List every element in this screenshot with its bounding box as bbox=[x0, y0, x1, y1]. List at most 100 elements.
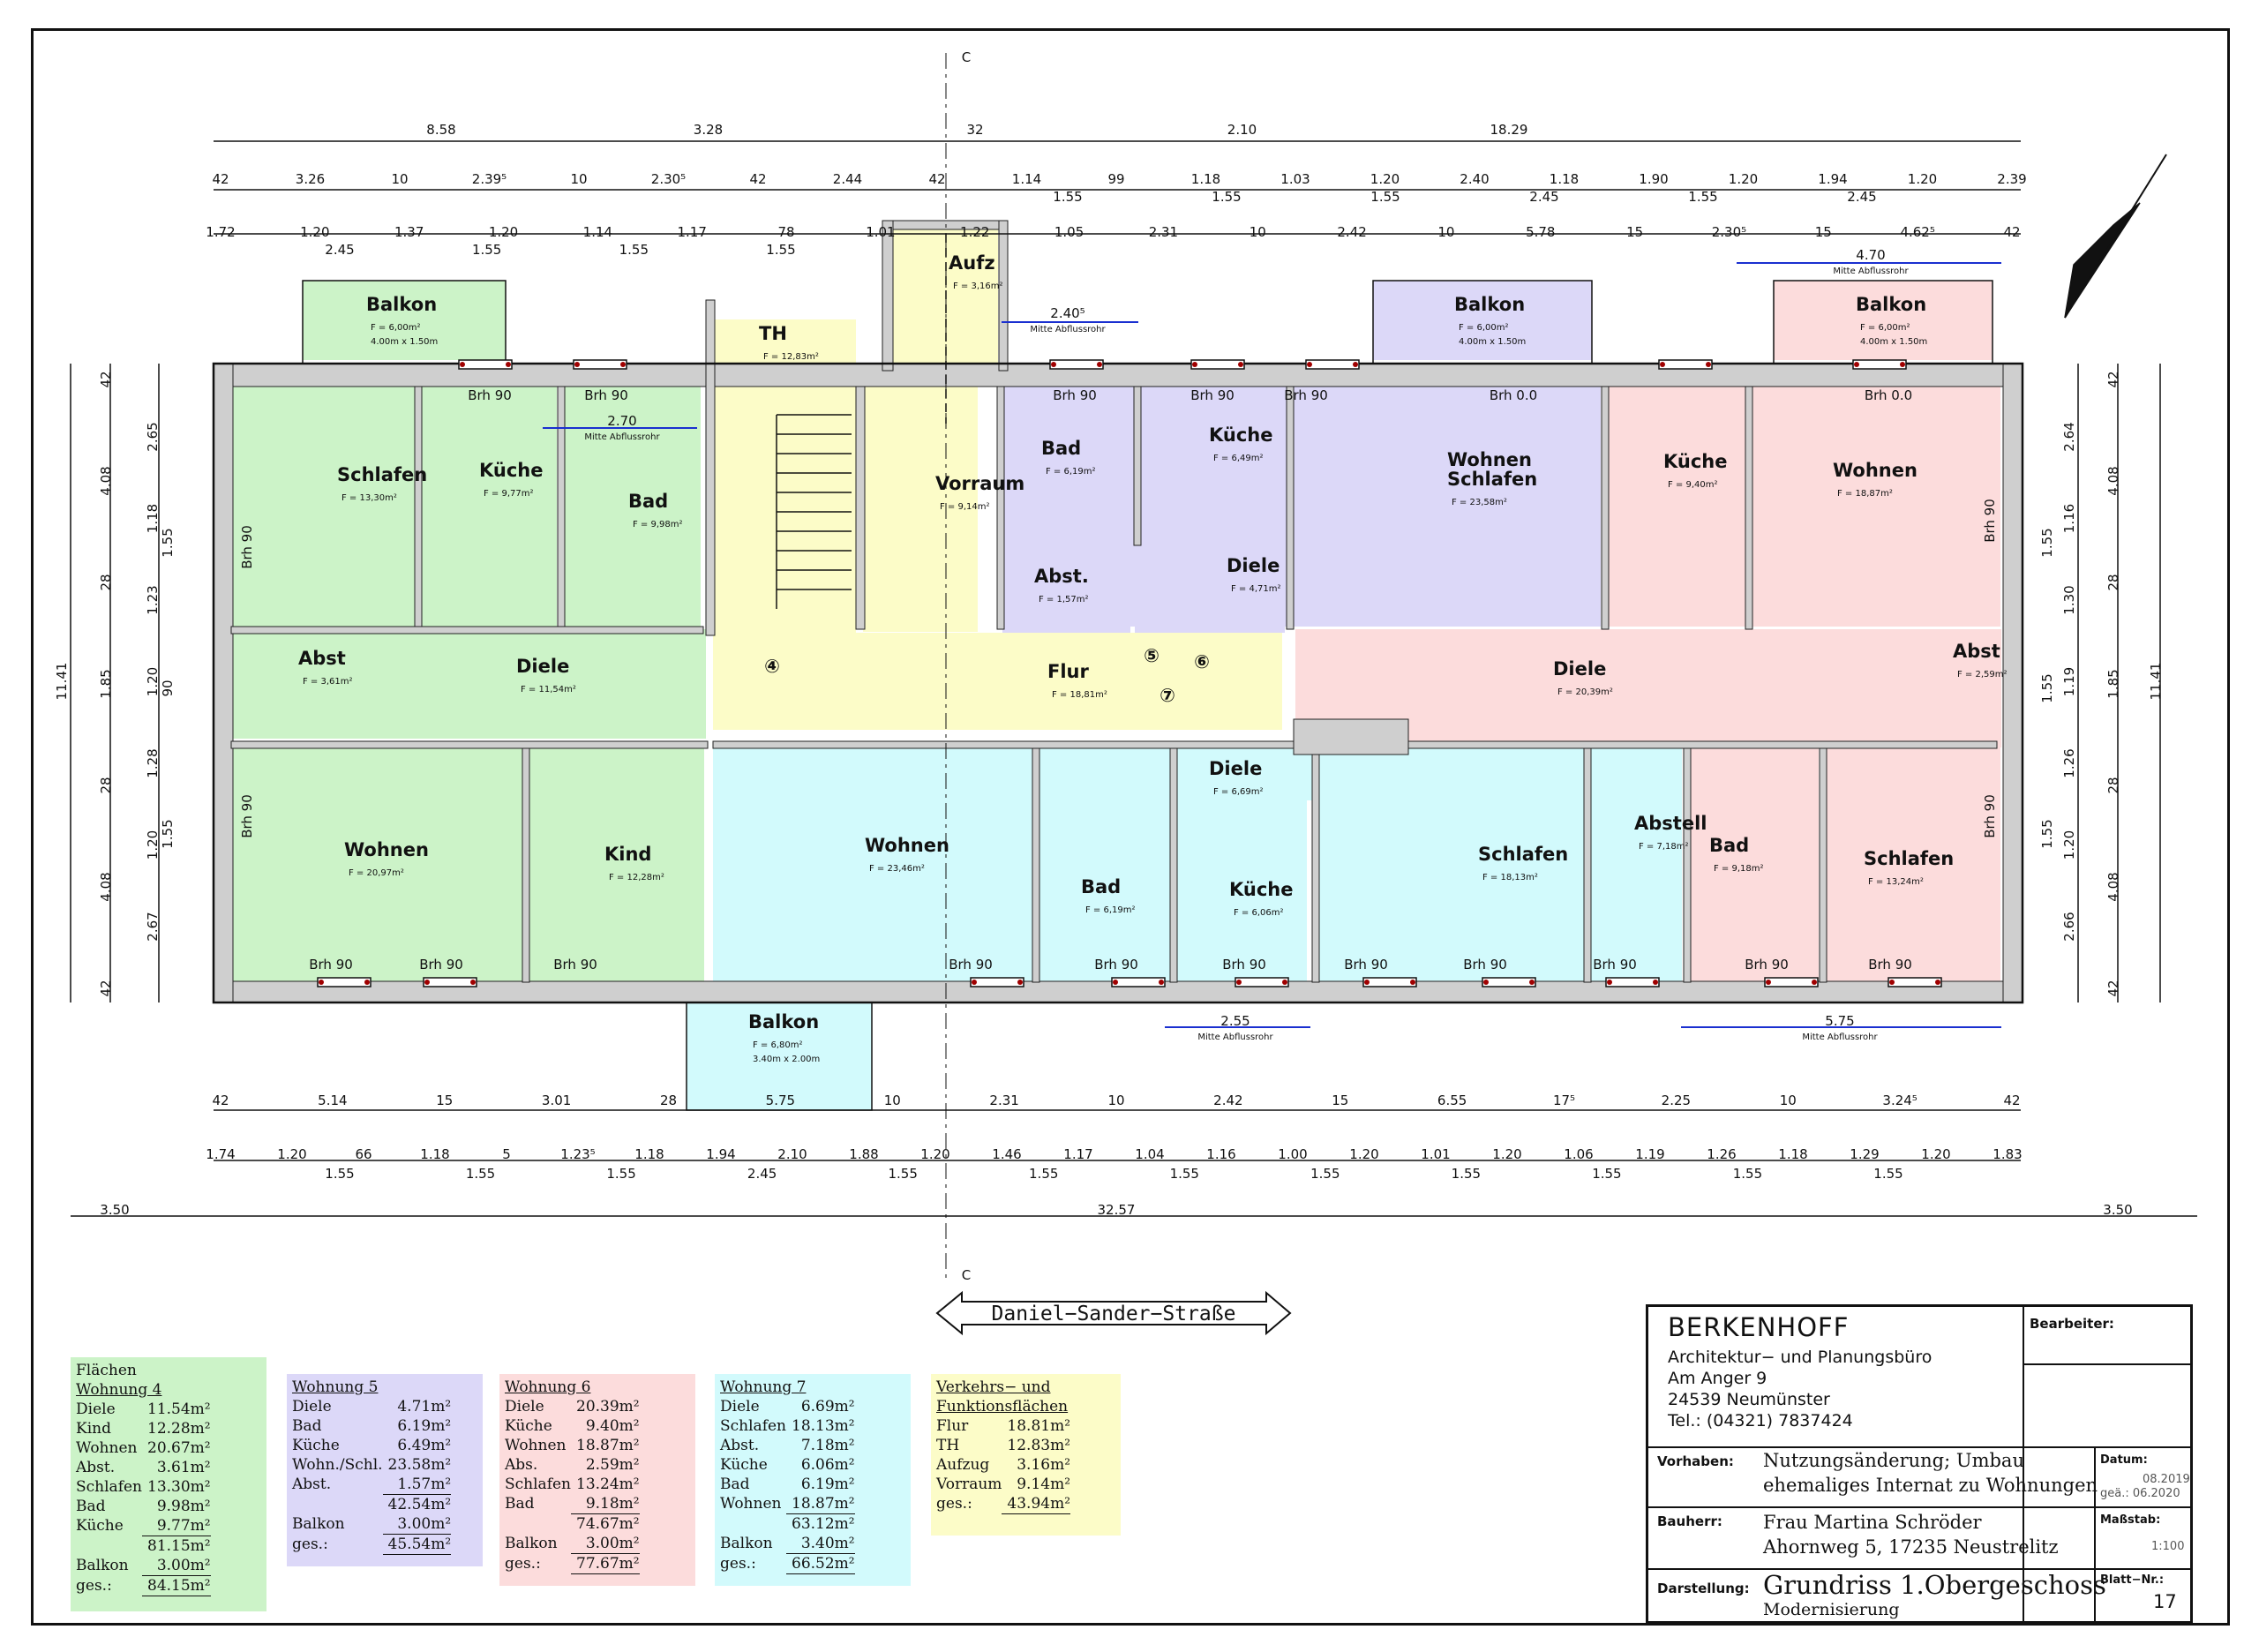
room-name: TH bbox=[759, 323, 787, 344]
legend-title: Wohnung 4 bbox=[76, 1381, 162, 1399]
room-fill bbox=[713, 747, 1032, 981]
blatt-label: Blatt−Nr.: bbox=[2100, 1573, 2165, 1587]
room-name: Diele bbox=[1209, 758, 1262, 779]
room-fill bbox=[1292, 387, 1601, 627]
dimension-text-right: 1.55 bbox=[2039, 528, 2055, 557]
room-fill bbox=[1606, 387, 1747, 627]
dimension-text-right: 1.55 bbox=[2039, 673, 2055, 702]
legend-room: Abs. bbox=[505, 1456, 538, 1474]
room-area: F = 6,80m² bbox=[753, 1040, 803, 1050]
room-fill bbox=[421, 387, 557, 627]
room-name: Diele bbox=[1227, 555, 1280, 576]
window bbox=[1888, 977, 1942, 987]
legend-title-2: Funktionsflächen bbox=[936, 1398, 1069, 1415]
legend-room: Balkon bbox=[292, 1515, 345, 1534]
legend-subtotal: 74.67m² bbox=[505, 1514, 640, 1535]
window-sill-height: Brh 0.0 bbox=[1865, 387, 1912, 403]
dimension-text: 2.45 bbox=[325, 242, 354, 258]
room-name: Bad bbox=[1041, 438, 1081, 459]
dimension-text-left: 90 bbox=[160, 680, 176, 696]
legend-room: Küche bbox=[292, 1437, 340, 1454]
wall bbox=[230, 626, 704, 635]
drawing-sheet bbox=[31, 28, 2230, 1626]
room-fill bbox=[562, 387, 701, 627]
dimension-text: 3.50 bbox=[100, 1202, 129, 1218]
legend-room: ges.: bbox=[936, 1495, 972, 1513]
room-fill bbox=[1373, 281, 1592, 360]
window bbox=[1111, 977, 1166, 987]
room-note: 4.00m x 1.50m bbox=[1860, 337, 1927, 347]
legend-room: Balkon bbox=[505, 1535, 558, 1553]
dimension-text: 1.20 bbox=[1908, 171, 1937, 187]
window-sill-height: Brh 90 bbox=[1745, 957, 1789, 972]
title-block: BERKENHOFF Architektur− und Planungsbüro… bbox=[1646, 1304, 2193, 1624]
window-frame bbox=[1051, 362, 1056, 367]
room-name: Bad bbox=[628, 491, 668, 512]
dimension-text-right: 1.26 bbox=[2061, 748, 2077, 777]
dimension-text: 1.00 bbox=[1278, 1146, 1307, 1162]
legend-area: 13.24m² bbox=[576, 1476, 640, 1493]
legend-title: Wohnung 7 bbox=[720, 1378, 807, 1396]
room-area: F = 20,39m² bbox=[1557, 687, 1613, 697]
room-fill bbox=[1749, 387, 2000, 627]
dimension-text: 10 bbox=[1780, 1093, 1797, 1108]
dimension-text: 1.20 bbox=[1921, 1146, 1950, 1162]
window bbox=[1605, 977, 1660, 987]
legend-row: Wohn./Schl.23.58m² bbox=[292, 1455, 451, 1475]
dimension-text: 6.55 bbox=[1437, 1093, 1467, 1108]
wall bbox=[1745, 386, 1753, 630]
room-area: F = 11,54m² bbox=[521, 685, 576, 695]
dimension-text: 2.10 bbox=[777, 1146, 807, 1162]
window-frame bbox=[1812, 980, 1817, 985]
dimension-text: 1.18 bbox=[1778, 1146, 1807, 1162]
window-frame bbox=[1238, 362, 1243, 367]
legend-area: 6.06m² bbox=[800, 1456, 855, 1474]
legend-area: 6.69m² bbox=[800, 1398, 855, 1415]
dimension-text: 10 bbox=[570, 171, 587, 187]
room-fill bbox=[1317, 747, 1587, 981]
dimension-text: 1.22 bbox=[960, 224, 989, 240]
room-area: F = 12,83m² bbox=[763, 352, 819, 362]
dimension-text: 1.18 bbox=[634, 1146, 664, 1162]
dimension-text: 1.55 bbox=[325, 1166, 354, 1182]
dimension-text: 1.37 bbox=[394, 224, 424, 240]
room-area: F = 18,87m² bbox=[1837, 489, 1893, 499]
dimension-text: 1.83 bbox=[1993, 1146, 2022, 1162]
room-area: F = 7,18m² bbox=[1639, 842, 1689, 852]
dimension-text-right: 4.08 bbox=[2105, 466, 2121, 495]
window-frame bbox=[972, 980, 977, 985]
dimension-text: 2.45 bbox=[1847, 189, 1876, 205]
legend-total: ges.:77.67m² bbox=[505, 1553, 640, 1574]
legend-area: 23.58m² bbox=[387, 1456, 452, 1474]
room-fill bbox=[1002, 541, 1130, 633]
datum-label: Datum: bbox=[2100, 1453, 2148, 1467]
window-sill-height: Brh 90 bbox=[1463, 957, 1507, 972]
massstab-value: 1:100 bbox=[2151, 1540, 2185, 1553]
legend-room: Bad bbox=[76, 1498, 106, 1515]
room-area: F = 6,00m² bbox=[371, 323, 421, 333]
dimension-text-right: 28 bbox=[2105, 777, 2121, 793]
legend-area: 81.15m² bbox=[147, 1537, 211, 1555]
wall bbox=[1311, 747, 1320, 983]
dimension-text-left: 4.08 bbox=[98, 466, 114, 495]
legend-area: 12.83m² bbox=[1007, 1437, 1071, 1454]
dimension-text-right: 1.85 bbox=[2105, 669, 2121, 698]
dimension-text: 15 bbox=[1626, 224, 1643, 240]
legend-room: Diele bbox=[76, 1400, 116, 1418]
room-area: F = 6,69m² bbox=[1213, 787, 1264, 797]
dimension-text: 1.19 bbox=[1635, 1146, 1664, 1162]
dimension-text: 5.78 bbox=[1526, 224, 1555, 240]
wall bbox=[1286, 386, 1295, 630]
wall bbox=[882, 220, 894, 372]
legend-room: Abst. bbox=[720, 1437, 760, 1454]
legend-area: 18.87m² bbox=[786, 1494, 855, 1514]
vorhaben-label: Vorhaben: bbox=[1657, 1453, 1734, 1469]
legend-area: 42.54m² bbox=[387, 1496, 452, 1513]
street-arrow bbox=[935, 1290, 1292, 1336]
bearbeiter-label: Bearbeiter: bbox=[2030, 1316, 2114, 1332]
dimension-text: 3.01 bbox=[542, 1093, 571, 1108]
legend-area: 9.77m² bbox=[142, 1516, 211, 1536]
